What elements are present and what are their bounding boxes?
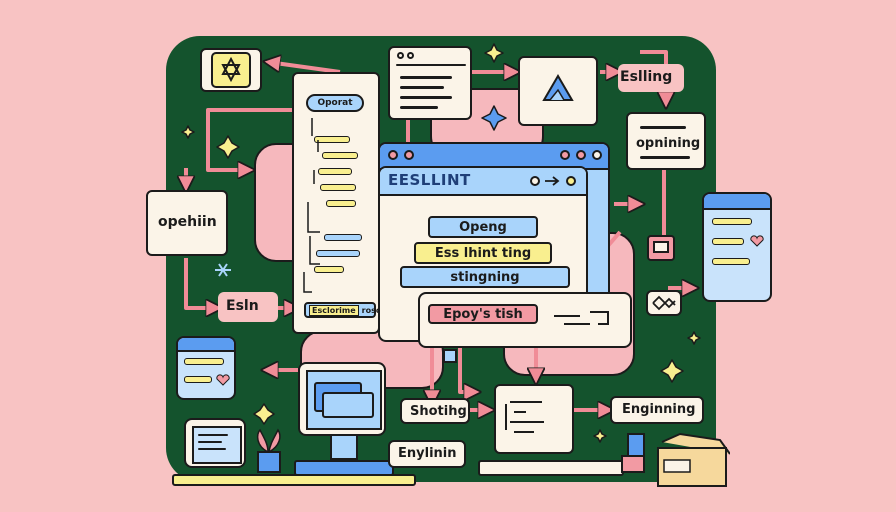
eslling-label-card: Eslling [618,64,684,92]
window-titlebar [704,194,770,210]
enginning-card: Enginning [610,396,704,424]
flow-connectors [303,118,320,293]
escloraime-text: Esclorime [309,304,359,316]
flow-step [314,266,344,273]
divider [396,64,466,66]
list-bar [712,258,750,265]
text-line [640,126,686,129]
eslint-title: EESLLINT [388,171,471,189]
flow-step [320,184,356,191]
window-titlebar [178,338,234,352]
escloraime-tag-text: roso [361,305,382,315]
chat-bar [184,358,224,365]
shoting-card: Shotihg [400,398,470,424]
code-lines-icon [505,401,544,433]
stingning-button[interactable]: stingning [400,266,570,288]
code-document [494,384,574,454]
enginning-label: Enginning [622,402,696,417]
epoys-tish-button[interactable]: Epoy's tish [428,304,538,324]
code-line [198,434,228,436]
window-dot [592,150,602,160]
list-bar [712,218,752,225]
enylinin-card: Enylinin [388,440,466,468]
eslhint-ting-button[interactable]: Ess lhint ting [414,242,552,264]
plant-icon [256,428,281,473]
flow-step [316,250,360,257]
escloraime-tag: Esclorime roso [304,302,381,318]
doc-dot [397,52,404,59]
screen-window [322,392,374,418]
window-dot [388,150,398,160]
window-dot [576,150,586,160]
list-bar [712,238,744,245]
shuffle-icon [652,295,676,311]
flow-step [324,234,362,241]
star-of-david-icon [211,52,251,88]
opnining-label: opnining [636,136,701,151]
lower-panel: Epoy's tish [418,292,632,348]
text-line [400,96,452,99]
text-line [400,86,444,89]
triangle-logo-icon [542,74,574,101]
opnining-card: opnining [626,112,706,170]
flow-step [318,168,352,175]
chat-bar [184,376,212,383]
code-window-icon [192,426,242,464]
text-line [400,106,438,109]
arrow-right-icon [545,176,560,186]
flow-step [326,200,356,207]
doc-dot [407,52,414,59]
heart-icon [216,374,230,386]
window-dot [530,176,540,186]
window-dot [560,150,570,160]
heart-icon [750,235,764,247]
shuffle-node [646,290,682,316]
esln-label-card: Esln [218,292,278,322]
document-card-top [388,46,472,120]
eslling-label: Eslling [620,69,673,85]
triangle-logo-card [518,56,598,126]
esln-label: Esln [226,298,259,314]
code-lines-icon [554,311,609,325]
window-dot [566,176,576,186]
operat-pill[interactable]: Oporat [306,94,364,112]
code-line [198,441,222,443]
flow-step [322,152,358,159]
flow-step [314,136,350,143]
star-icon-card [200,48,262,92]
openg-button[interactable]: Openg [428,216,538,238]
code-monitor [184,418,246,468]
computer-monitor [298,362,386,436]
text-line [400,76,452,79]
shoting-label: Shotihg [410,404,467,419]
opehiin-label: opehiin [158,214,217,230]
window-dot [404,150,414,160]
monitor-stand [330,436,358,460]
opehiin-card: opehiin [146,190,228,256]
chat-window [176,336,236,400]
code-line [198,448,226,450]
text-line [640,156,690,159]
keyboard [294,460,394,476]
right-list-window [702,192,772,302]
window-titlebar [380,168,586,196]
enylinin-label: Enylinin [398,446,457,461]
box-icon [621,432,730,487]
